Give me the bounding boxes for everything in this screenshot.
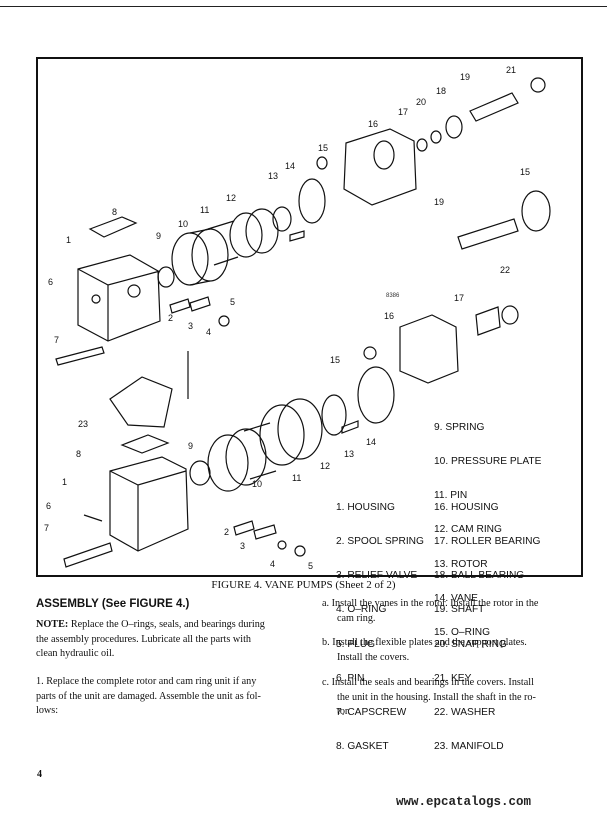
part-item: 18. BALL BEARING xyxy=(434,570,525,582)
step-line: the unit in the housing. Install the sha… xyxy=(337,691,536,703)
callout-7b: 7 xyxy=(44,523,50,533)
callout-15b: 15 xyxy=(520,167,531,177)
step-line: tor. xyxy=(337,706,351,717)
callout-2: 2 xyxy=(168,313,174,323)
part-item: 14. VANE xyxy=(434,592,478,604)
section-heading: ASSEMBLY (See FIGURE 4.) xyxy=(36,598,190,610)
callout-17b: 17 xyxy=(454,293,465,303)
callout-8b: 8 xyxy=(76,449,82,459)
part-item: 4. O–RING xyxy=(336,604,387,616)
note-line: the assembly procedures. Lubricate all t… xyxy=(36,633,251,645)
callout-6: 6 xyxy=(48,277,54,287)
part-item: 23. MANIFOLD xyxy=(434,741,504,753)
callout-15c: 15 xyxy=(330,355,341,365)
callout-12: 12 xyxy=(226,193,237,203)
part-item: 8. GASKET xyxy=(336,741,389,753)
top-rule xyxy=(0,6,607,7)
callout-16: 16 xyxy=(368,119,379,129)
callout-16b: 16 xyxy=(384,311,395,321)
callout-5: 5 xyxy=(230,297,236,307)
callout-8: 8 xyxy=(112,207,118,217)
part-item: 3. RELIEF VALVE xyxy=(336,570,418,582)
part-item: 15. O–RING xyxy=(434,627,491,639)
callout-5b: 5 xyxy=(308,561,314,571)
callout-10: 10 xyxy=(178,219,189,229)
callout-15: 15 xyxy=(318,143,329,153)
part-item: 6. PIN xyxy=(336,672,365,684)
step-line: cam ring. xyxy=(337,612,376,624)
parts-list-9-15: 9. SPRING 10. PRESSURE PLATE 11. PIN 12.… xyxy=(434,399,541,661)
step-a-paragraph: a. Install the vanes in the rotor. Insta… xyxy=(322,597,572,626)
callout-14b: 14 xyxy=(366,437,377,447)
part-item: 21. KEY xyxy=(434,672,472,684)
step-line: parts of the unit are damaged. Assemble … xyxy=(36,690,261,702)
note-label: NOTE: xyxy=(36,619,69,630)
callout-2b: 2 xyxy=(224,527,230,537)
step-line: Install the covers. xyxy=(337,651,410,663)
callout-9b: 9 xyxy=(188,441,194,451)
page-number: 4 xyxy=(37,769,42,780)
callout-14: 14 xyxy=(285,161,296,171)
part-item: 12. CAM RING xyxy=(434,524,502,536)
callout-7: 7 xyxy=(54,335,60,345)
part-item: 1. HOUSING xyxy=(336,501,395,513)
part-item: 10. PRESSURE PLATE xyxy=(434,456,542,468)
watermark: www.epcatalogs.com xyxy=(396,795,532,809)
callout-21: 21 xyxy=(506,65,517,75)
callout-18: 18 xyxy=(436,86,447,96)
part-item: 11. PIN xyxy=(434,490,468,502)
callout-4: 4 xyxy=(206,327,212,337)
step-c-paragraph: c. Install the seals and bearings in the… xyxy=(322,676,572,720)
figure-caption: FIGURE 4. VANE PUMPS (Sheet 2 of 2) xyxy=(211,579,396,591)
callout-19: 19 xyxy=(460,72,471,82)
callout-6b: 6 xyxy=(46,501,52,511)
callout-13: 13 xyxy=(268,171,279,181)
drawing-id: 8386 xyxy=(386,293,400,299)
callout-3b: 3 xyxy=(240,541,246,551)
note-line: clean hydraulic oil. xyxy=(36,648,115,659)
step-line: c. Install the seals and bearings in the… xyxy=(322,677,534,688)
part-item: 9. SPRING xyxy=(434,421,485,433)
part-item: 17. ROLLER BEARING xyxy=(434,536,541,548)
callout-12b: 12 xyxy=(320,461,331,471)
exploded-view-drawing xyxy=(55,77,551,568)
note-paragraph: NOTE: Replace the O–rings, seals, and be… xyxy=(36,618,290,662)
step-line: a. Install the vanes in the rotor. Insta… xyxy=(322,598,539,609)
callout-20: 20 xyxy=(416,97,427,107)
callout-13b: 13 xyxy=(344,449,355,459)
step-line: lows: xyxy=(36,705,59,716)
part-item: 5. PLUG xyxy=(336,638,376,650)
callout-1: 1 xyxy=(66,235,72,245)
callout-9: 9 xyxy=(156,231,162,241)
step-1-paragraph: 1. Replace the complete rotor and cam ri… xyxy=(36,675,290,719)
callout-4b: 4 xyxy=(270,559,276,569)
note-line: Replace the O–rings, seals, and bearings… xyxy=(68,619,265,630)
parts-list-16-23: 16. HOUSING 17. ROLLER BEARING 18. BALL … xyxy=(434,479,540,775)
callout-11b: 11 xyxy=(292,473,302,483)
callout-19b: 19 xyxy=(434,197,445,207)
callout-17: 17 xyxy=(398,107,409,117)
step-b-paragraph: b. Install the flexible plates and the s… xyxy=(322,636,572,665)
part-item: 7. CAPSCREW xyxy=(336,707,407,719)
callout-3: 3 xyxy=(188,321,194,331)
part-item: 13. ROTOR xyxy=(434,558,488,570)
step-line: b. Install the flexible plates and the s… xyxy=(322,637,527,648)
part-item: 19. SHAFT xyxy=(434,604,485,616)
part-item: 16. HOUSING xyxy=(434,501,499,513)
part-item: 20. SNAP RING xyxy=(434,638,507,650)
callout-23: 23 xyxy=(78,419,89,429)
callout-22: 22 xyxy=(500,265,511,275)
callout-11: 11 xyxy=(200,205,210,215)
callout-10b: 10 xyxy=(252,479,263,489)
figure-4-vane-pumps: 21 19 18 20 17 16 15 14 13 12 11 8 10 9 … xyxy=(36,57,583,752)
part-item: 2. SPOOL SPRING xyxy=(336,536,424,548)
callout-1b: 1 xyxy=(62,477,68,487)
part-item: 22. WASHER xyxy=(434,707,496,719)
step-line: 1. Replace the complete rotor and cam ri… xyxy=(36,676,257,687)
parts-list-1-8: 1. HOUSING 2. SPOOL SPRING 3. RELIEF VAL… xyxy=(336,479,424,775)
